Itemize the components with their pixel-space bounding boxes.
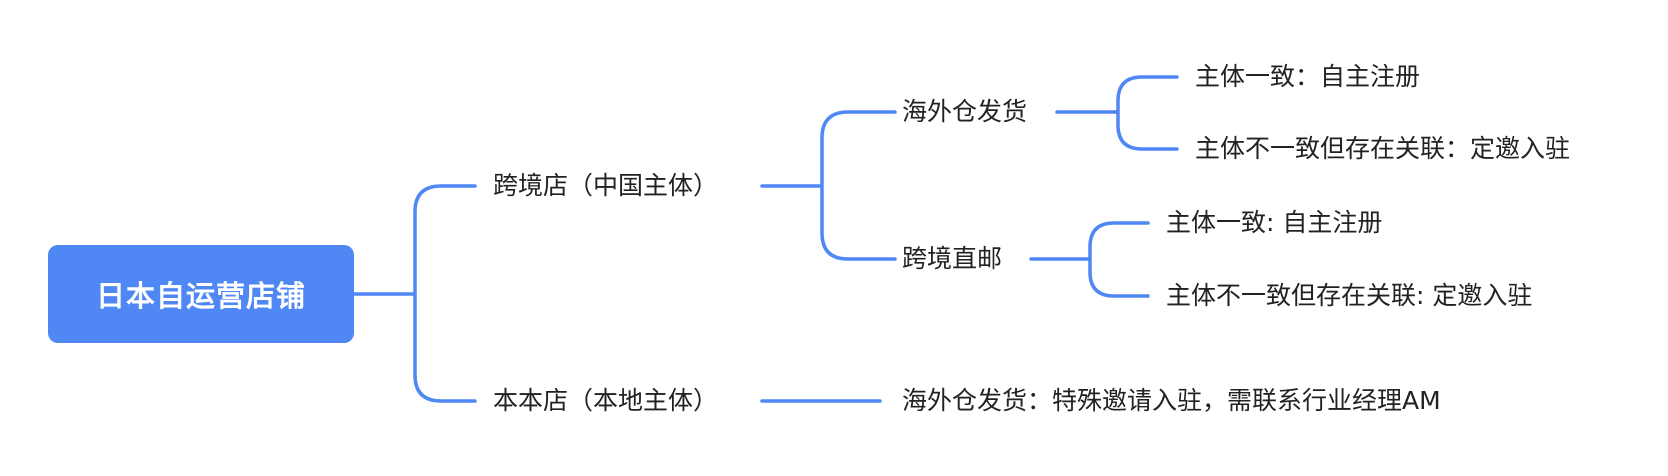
connector-root-to-branches (352, 184, 477, 403)
branch-cross-border-store[interactable]: 跨境店（中国主体） (493, 171, 719, 200)
leaf-direct-related-entity[interactable]: 主体不一致但存在关联: 定邀入驻 (1166, 281, 1533, 310)
branch-local-store[interactable]: 本本店（本地主体） (493, 386, 719, 415)
root-node-japan-self-operated-store[interactable]: 日本自运营店铺 (48, 245, 354, 343)
node-local-overseas-warehouse-shipping[interactable]: 海外仓发货：特殊邀请入驻，需联系行业经理AM (902, 386, 1441, 415)
leaf-overseas-same-entity[interactable]: 主体一致：自主注册 (1195, 62, 1421, 91)
connector-crossborder-to-methods (760, 110, 897, 261)
leaf-overseas-related-entity[interactable]: 主体不一致但存在关联：定邀入驻 (1195, 134, 1571, 163)
connector-direct-to-leaves (1029, 221, 1150, 298)
leaf-direct-same-entity[interactable]: 主体一致: 自主注册 (1166, 208, 1383, 237)
connector-overseas-to-leaves (1055, 75, 1179, 151)
node-overseas-warehouse-shipping[interactable]: 海外仓发货 (902, 97, 1028, 126)
node-cross-border-direct-mail[interactable]: 跨境直邮 (902, 244, 1003, 273)
